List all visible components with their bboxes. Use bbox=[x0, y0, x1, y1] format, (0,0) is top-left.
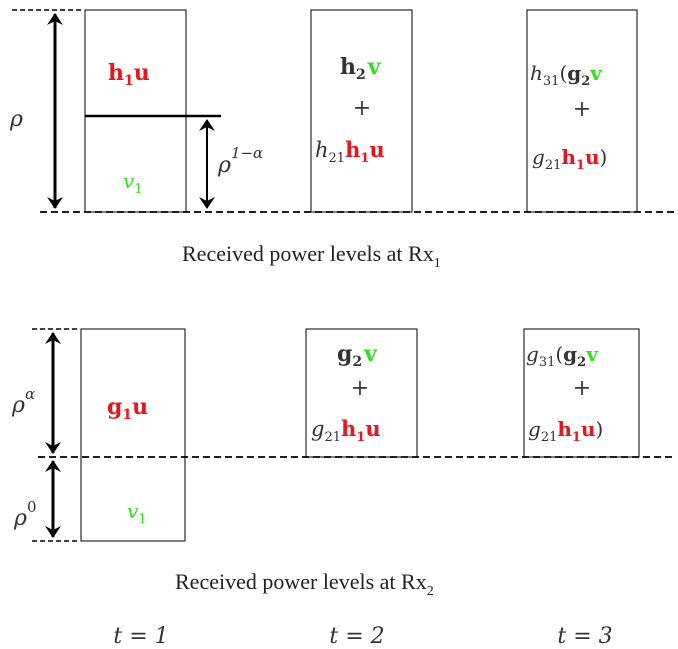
rx2-slot1-upper-signal: g1u bbox=[107, 394, 148, 423]
rx2-caption: Received power levels at Rx2 bbox=[175, 569, 434, 599]
rx2-rho-zero-label: ρ0 bbox=[13, 498, 36, 531]
rx1-slot3-plus: + bbox=[573, 97, 591, 122]
rx2-slot2-plus: + bbox=[351, 376, 369, 401]
rx1-slot2-box bbox=[310, 9, 413, 213]
rx1-slot2-line1: h2v bbox=[340, 54, 382, 83]
rx2-slot3-box bbox=[523, 328, 640, 458]
rx1-slot2-plus: + bbox=[353, 96, 371, 121]
time-label-2: t = 2 bbox=[329, 624, 384, 649]
rx1-panel: ρ h1u v1 ρ1−α h2v + h21h1u h31(g2v + bbox=[9, 9, 676, 271]
rx2-slot1-box bbox=[80, 328, 186, 542]
rx2-slot3-line1: g31(g2v bbox=[526, 342, 599, 370]
rx2-slot2-box bbox=[305, 328, 418, 458]
rx2-panel: ρα ρ0 g1u v1 g2v + g21h1u g31(g2v + bbox=[11, 328, 676, 599]
time-axis-labels: t = 1 t = 2 t = 3 bbox=[113, 624, 612, 649]
rx1-slot3-box bbox=[526, 9, 638, 213]
rx1-slot1-lower-signal: v1 bbox=[123, 169, 143, 197]
rx1-rho-partial-label: ρ1−α bbox=[217, 144, 263, 178]
rx1-slot1-box bbox=[84, 9, 187, 213]
rx1-slot3-line1: h31(g2v bbox=[530, 61, 603, 89]
time-label-1: t = 1 bbox=[113, 624, 168, 649]
rx2-slot3-plus: + bbox=[573, 376, 591, 401]
rx1-slot2-line3: h21h1u bbox=[315, 137, 385, 166]
rx2-slot1-lower-signal: v1 bbox=[127, 499, 147, 527]
rx2-rho-alpha-label: ρα bbox=[11, 385, 35, 418]
time-label-3: t = 3 bbox=[557, 624, 612, 649]
rx1-rho-label: ρ bbox=[9, 107, 23, 132]
rx2-slot3-line3: g21h1u) bbox=[528, 417, 603, 445]
rx2-slot2-line3: g21h1u bbox=[311, 416, 381, 445]
rx1-slot3-line3: g21h1u) bbox=[532, 145, 607, 173]
rx2-slot2-line1: g2v bbox=[337, 341, 378, 370]
rx1-slot1-upper-signal: h1u bbox=[108, 60, 150, 89]
rx1-caption: Received power levels at Rx1 bbox=[182, 241, 441, 271]
